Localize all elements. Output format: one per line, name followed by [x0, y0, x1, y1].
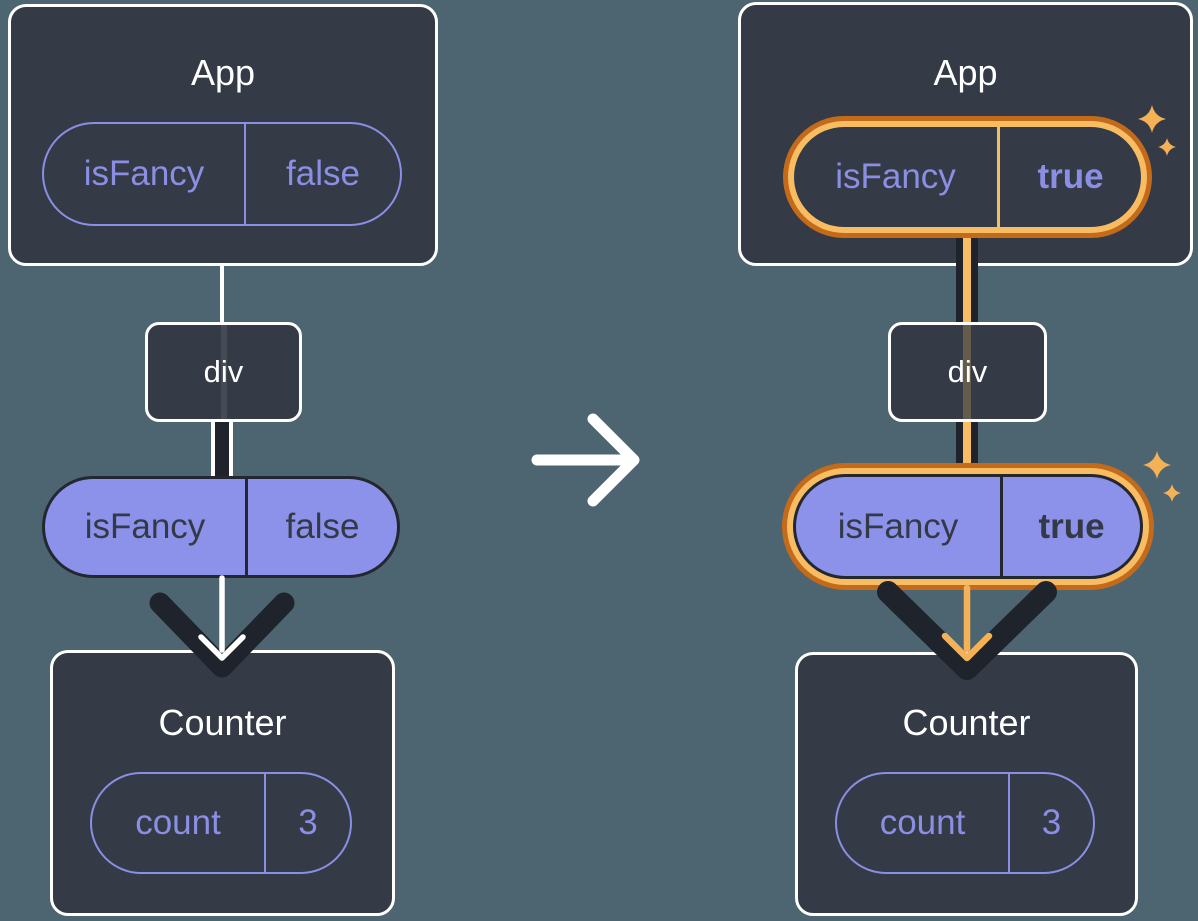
sparkles-icon	[1138, 105, 1176, 156]
state-value-cell: 3	[1008, 774, 1093, 872]
line-through-node	[221, 325, 227, 419]
before-counter-title: Counter	[158, 702, 287, 743]
after-counter-state-pill: count 3	[835, 772, 1095, 874]
arrow-right-icon	[531, 413, 640, 507]
before-prop-pill: isFancy false	[42, 476, 400, 578]
after-div-label: div	[947, 354, 988, 389]
arrow-down-icon	[149, 575, 295, 678]
sparkles-icon	[1143, 451, 1181, 502]
before-app-state-pill: isFancy false	[42, 122, 402, 226]
prop-value-cell: true	[1000, 477, 1140, 576]
before-div-to-prop-line	[211, 420, 233, 478]
state-name-cell: count	[135, 803, 221, 842]
highlight-ring: isFancy true	[788, 121, 1147, 233]
prop-name-cell: isFancy	[84, 507, 206, 546]
state-value-cell: 3	[264, 774, 350, 872]
after-app-state-pill: isFancy true	[794, 127, 1141, 227]
after-app-state-pill-highlight: isFancy true	[783, 116, 1152, 238]
state-name-cell: isFancy	[83, 154, 205, 193]
line-through-node	[963, 325, 971, 419]
after-counter-title: Counter	[902, 702, 1031, 743]
highlight-ring: isFancy true	[787, 468, 1149, 585]
before-app-title: App	[190, 52, 256, 93]
arrow-down-icon	[877, 581, 1057, 680]
state-value-cell: true	[997, 127, 1141, 227]
before-counter-state-pill: count 3	[90, 772, 352, 874]
after-app-to-div-line	[956, 238, 978, 324]
state-name-cell: isFancy	[835, 157, 956, 196]
line-core	[963, 420, 971, 478]
state-name-cell: count	[879, 803, 966, 842]
after-prop-pill: isFancy true	[793, 474, 1143, 579]
line-core	[963, 238, 971, 324]
after-prop-pill-highlight: isFancy true	[782, 463, 1154, 590]
before-div-label: div	[203, 354, 244, 389]
prop-value-cell: false	[245, 479, 397, 575]
before-app-to-div-line	[220, 264, 224, 324]
after-div-node-box: div	[888, 322, 1047, 422]
state-value-cell: false	[244, 124, 400, 224]
prop-name-cell: isFancy	[837, 506, 959, 546]
before-div-node-box: div	[145, 322, 302, 422]
after-app-title: App	[933, 52, 998, 93]
line-core	[215, 420, 229, 478]
